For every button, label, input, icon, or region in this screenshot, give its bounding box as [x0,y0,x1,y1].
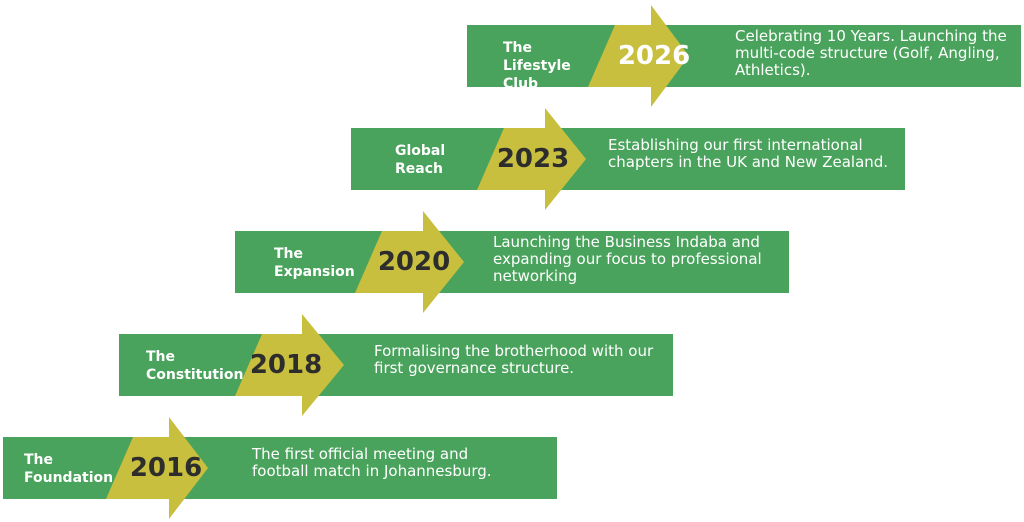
milestone-description: Formalising the brotherhood with our fir… [374,342,654,377]
milestone-year: 2023 [496,144,570,174]
milestone-2018: The Constitution 2018 Formalising the br… [119,314,673,416]
milestone-year: 2020 [377,247,451,277]
milestone-title: The Expansion [274,246,355,280]
milestone-title: The Lifestyle Club [503,40,571,92]
milestone-bar [119,334,673,396]
milestone-bar [235,231,789,293]
milestone-title: The Foundation [24,452,114,486]
milestone-bar [3,437,557,499]
milestone-bar [467,25,1021,87]
milestone-title: Global Reach [395,143,446,177]
milestone-2023: Global Reach 2023 Establishing our first… [351,108,905,210]
milestone-2020: The Expansion 2020 Launching the Busines… [235,211,789,313]
milestone-year: 2016 [129,453,203,483]
milestone-description: Celebrating 10 Years. Launching the mult… [735,27,1007,79]
milestone-2016: The Foundation 2016 The first official m… [3,417,557,519]
milestone-description: Establishing our first international cha… [608,136,889,171]
year-arrow [106,417,208,519]
year-arrow [235,314,344,416]
milestone-year: 2018 [249,350,323,380]
milestone-description: The first official meeting and football … [252,445,492,480]
year-arrow [477,108,586,210]
year-arrow [355,211,464,313]
milestone-description: Launching the Business Indaba and expand… [493,233,762,285]
milestone-year: 2026 [617,41,691,71]
milestone-title: The Constitution [146,349,244,383]
year-arrow [588,5,689,107]
milestone-2026: The Lifestyle Club 2026 Celebrating 10 Y… [467,5,1021,107]
milestone-bar [351,128,905,190]
